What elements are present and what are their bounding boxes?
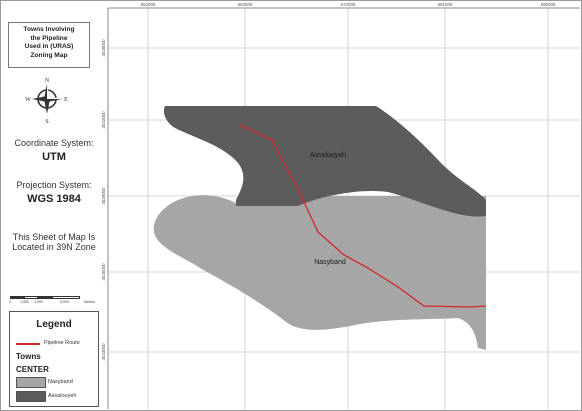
scale-label-unit: Meters xyxy=(84,300,95,304)
scale-label-2: 3,000 xyxy=(34,300,43,304)
legend-title: Legend xyxy=(36,319,72,330)
coordinate-label: Coordinate System: xyxy=(14,138,94,148)
pipeline-route xyxy=(239,124,487,308)
legend-center-label: CENTER xyxy=(16,365,49,374)
top-tick-1: 663000 xyxy=(238,2,253,7)
left-tick-1: 3042000 xyxy=(101,111,106,129)
zone-line-2: Located in 39N Zone xyxy=(12,242,96,252)
zone-line-1: This Sheet of Map Is xyxy=(12,232,96,242)
compass-n: N xyxy=(45,78,50,84)
title-line-4: Zoning Map xyxy=(30,51,68,59)
map-title: Towns Involving the Pipeline Used in (UR… xyxy=(8,22,90,68)
compass-s: S xyxy=(45,119,48,124)
legend: Legend Pipeline Route Towns CENTER Nasyb… xyxy=(9,311,99,407)
left-tick-3: 3036000 xyxy=(101,263,106,281)
top-tick-3: 681000 xyxy=(438,2,453,7)
coordinate-system: Coordinate System: UTM xyxy=(2,138,106,163)
legend-swatch-nasyband xyxy=(16,377,46,388)
legend-item-nasyband: Nasyband xyxy=(48,379,73,385)
compass-w: W xyxy=(25,97,31,103)
coordinate-value: UTM xyxy=(42,151,66,163)
route-line-swatch xyxy=(16,343,40,345)
legend-towns-label: Towns xyxy=(16,352,41,361)
top-tick-4: 690000 xyxy=(541,2,556,7)
info-panel: Towns Involving the Pipeline Used in (UR… xyxy=(2,2,106,407)
nasyband-area xyxy=(153,195,486,350)
left-tick-0: 3045000 xyxy=(101,39,106,57)
projection-system: Projection System: WGS 1984 xyxy=(2,180,106,205)
scale-label-1: 1,500 xyxy=(20,300,29,304)
scale-label-0: 0 xyxy=(9,300,11,304)
projection-value: WGS 1984 xyxy=(27,193,81,205)
north-arrow-icon: N S E W xyxy=(25,78,68,124)
left-tick-2: 3039000 xyxy=(101,187,106,205)
label-nasyband: Nasyband xyxy=(314,259,346,266)
title-line-1: Towns Involving xyxy=(23,26,75,33)
compass-e: E xyxy=(64,97,68,103)
assalouyeh-area xyxy=(163,106,487,217)
legend-route: Pipeline Route xyxy=(16,340,106,348)
projection-label: Projection System: xyxy=(16,180,92,190)
top-tick-0: 654000 xyxy=(141,2,156,7)
title-line-2: the Pipeline xyxy=(30,34,68,42)
top-tick-2: 672000 xyxy=(341,2,356,7)
route-label: Pipeline Route xyxy=(44,340,80,346)
legend-item-assalouyeh: Assalouyeh xyxy=(48,393,77,399)
scale-label-3: 6,000 xyxy=(60,300,69,304)
title-line-3: Used in (URAS) xyxy=(24,43,74,50)
zone-note: This Sheet of Map Is Located in 39N Zone xyxy=(2,232,106,252)
scale-bar: 0 1,500 3,000 6,000 Meters xyxy=(8,294,100,308)
label-assalouyeh: Assalouyeh xyxy=(310,152,346,159)
legend-swatch-assalouyeh xyxy=(16,391,46,402)
left-tick-4: 3033000 xyxy=(101,343,106,361)
